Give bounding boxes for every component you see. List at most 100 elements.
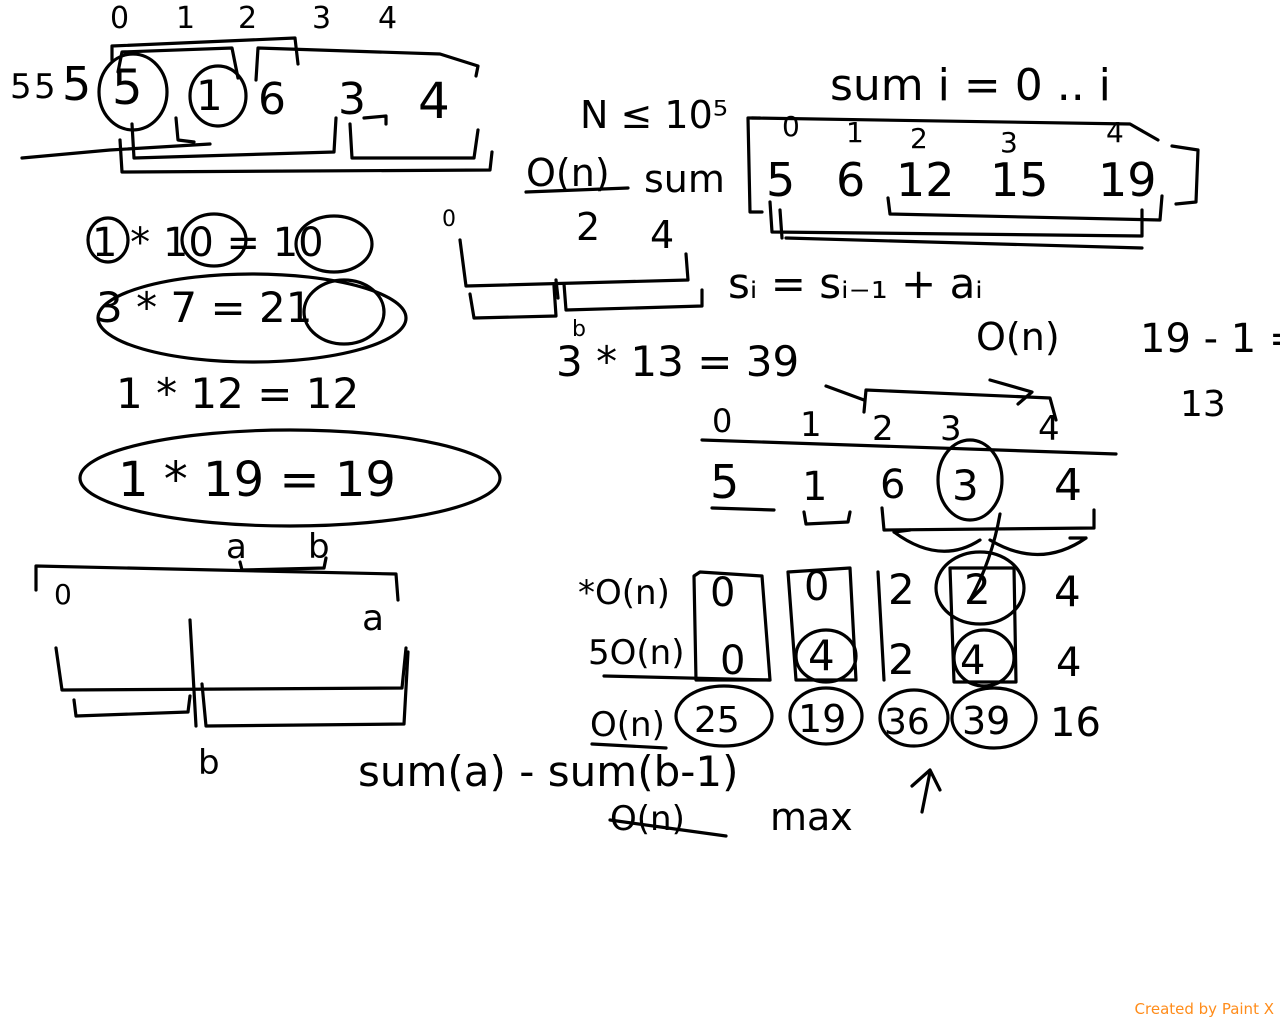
table-value-2: 6 <box>880 462 905 508</box>
mini-brace-4 <box>554 278 560 300</box>
table-index-4: 4 <box>1038 409 1060 449</box>
prefix-definition-text: sum i = 0 .. i <box>830 60 1111 111</box>
table-col-box-3 <box>948 566 1018 684</box>
dp-table-sketch: 0 1 2 3 4 5 1 6 3 4 *O(n) 5O(n) O(n) 0 0… <box>578 378 1118 750</box>
table-r2-c0: 0 <box>720 638 745 684</box>
top-array-0: 5 <box>112 60 143 116</box>
prefix-value-3: 15 <box>990 153 1049 207</box>
table-top-arrow-1 <box>824 384 866 402</box>
table-r3-c0-circle <box>674 684 774 748</box>
table-r2-c1-circle <box>794 628 858 684</box>
table-arc-right <box>988 536 1088 557</box>
range-bottom-3 <box>200 650 410 728</box>
table-top-arrow-2 <box>988 378 1034 406</box>
products-sketch: 1 * 10 = 10 3 * 7 = 21 1 * 12 = 12 1 * 1… <box>78 212 799 528</box>
table-col-box-2 <box>876 570 886 682</box>
top-index-0: 0 <box>110 1 129 36</box>
table-index-0: 0 <box>712 402 732 440</box>
range-right-label: a <box>362 598 384 639</box>
table-r1-c2: 2 <box>888 565 915 614</box>
top-index-2: 2 <box>238 1 257 36</box>
diff-expression: 19 - 1 = <box>1140 316 1280 362</box>
top-brace-4 <box>20 142 212 160</box>
table-value-bracket <box>880 506 1096 532</box>
table-r1-c3: 2 <box>964 565 991 614</box>
prefix-top-bar <box>750 116 1160 142</box>
range-formula-sketch: sum(a) - sum(b-1) O(n) max <box>358 747 942 839</box>
constraint-text: N ≤ 10⁵ <box>580 93 728 137</box>
table-row-label-3: O(n) <box>590 705 665 745</box>
table-value-3-circle <box>936 438 1004 522</box>
table-curve-down <box>968 512 1002 602</box>
top-index-3: 3 <box>312 1 331 36</box>
top-array-3: 3 <box>338 74 366 125</box>
table-r3-c0: 25 <box>694 700 740 741</box>
recurrence-text: sᵢ = sᵢ₋₁ + aᵢ <box>728 259 983 308</box>
prefix-index-3: 3 <box>1000 126 1018 159</box>
table-arc-left <box>892 528 982 553</box>
top-index-1: 1 <box>176 1 195 36</box>
table-r3-c1: 19 <box>798 697 846 741</box>
range-sketch: a b 0 a b <box>34 527 410 783</box>
bottom-max-label: max <box>770 795 853 839</box>
prefix-index-1: 1 <box>846 116 864 149</box>
table-r1-c1: 0 <box>804 564 829 610</box>
range-formula-text: sum(a) - sum(b-1) <box>358 747 739 796</box>
table-r2-c3-circle <box>952 628 1016 688</box>
product-line-4: 1 * 19 = 19 <box>118 452 396 508</box>
bottom-on-label: O(n) <box>610 799 685 839</box>
prefix-brace-open <box>746 116 764 214</box>
bottom-on-strike <box>608 818 728 838</box>
table-row-label-2: 5O(n) <box>588 633 684 673</box>
table-r2-c4: 4 <box>1056 640 1081 686</box>
range-b-bottom: b <box>198 743 220 783</box>
prefix-value-0: 5 <box>766 153 795 207</box>
prefix-under-3 <box>886 194 1164 222</box>
table-r3-c2-circle <box>878 688 950 748</box>
prefix-under-1 <box>768 200 1144 238</box>
table-top-bracket <box>862 388 1058 422</box>
prefix-value-4: 19 <box>1098 153 1157 207</box>
range-top-brace <box>238 556 328 572</box>
product-line-1: 1 * 10 = 10 <box>92 220 324 266</box>
table-r3-c2: 36 <box>884 702 930 743</box>
watermark-text: Created by Paint X <box>1134 1000 1274 1018</box>
table-value-0: 5 <box>710 455 739 509</box>
top-brace-3 <box>254 46 480 82</box>
recurrence-sketch: sᵢ = sᵢ₋₁ + aᵢ O(n) 19 - 1 = 13 <box>728 259 1280 425</box>
product-line-3: 1 * 12 = 12 <box>116 369 359 418</box>
table-row-label-1: *O(n) <box>578 573 670 613</box>
range-left-label: 0 <box>54 578 72 611</box>
prefix-index-2: 2 <box>910 122 928 155</box>
table-r1-c3-circle <box>934 550 1026 626</box>
table-index-line <box>700 438 1118 456</box>
table-value-3: 3 <box>952 461 979 510</box>
table-value-1: 1 <box>802 464 827 510</box>
top-brace-8 <box>348 122 480 160</box>
mini-range-sketch: 0 2 4 b <box>442 205 704 342</box>
product-1-circle-b <box>180 212 248 268</box>
prefix-value-1: 6 <box>836 153 865 207</box>
mini-brace-1 <box>458 238 690 288</box>
product-2-circle <box>302 278 386 346</box>
range-b-top: b <box>308 527 330 567</box>
top-array-1: 1 <box>196 71 223 120</box>
mid-product-line: 3 * 13 = 39 <box>556 337 799 386</box>
table-r3-c1-circle <box>788 686 864 746</box>
table-value-4: 4 <box>1054 460 1082 511</box>
on-label-right: O(n) <box>976 315 1060 359</box>
diff-result: 13 <box>1180 384 1226 425</box>
range-divider <box>188 618 198 728</box>
mini-brace-3 <box>562 282 704 312</box>
top-index-4: 4 <box>378 1 397 36</box>
top-array-4: 4 <box>418 72 450 130</box>
top-partial-1: 5 <box>34 67 56 107</box>
mini-b-label: b <box>572 317 586 342</box>
prefix-index-0: 0 <box>782 110 800 143</box>
table-r2-c3: 4 <box>960 638 985 684</box>
top-brace-1 <box>110 36 300 66</box>
prefix-under-4 <box>784 236 1144 250</box>
mini-index-0: 0 <box>442 207 456 232</box>
on-underline <box>524 186 630 194</box>
